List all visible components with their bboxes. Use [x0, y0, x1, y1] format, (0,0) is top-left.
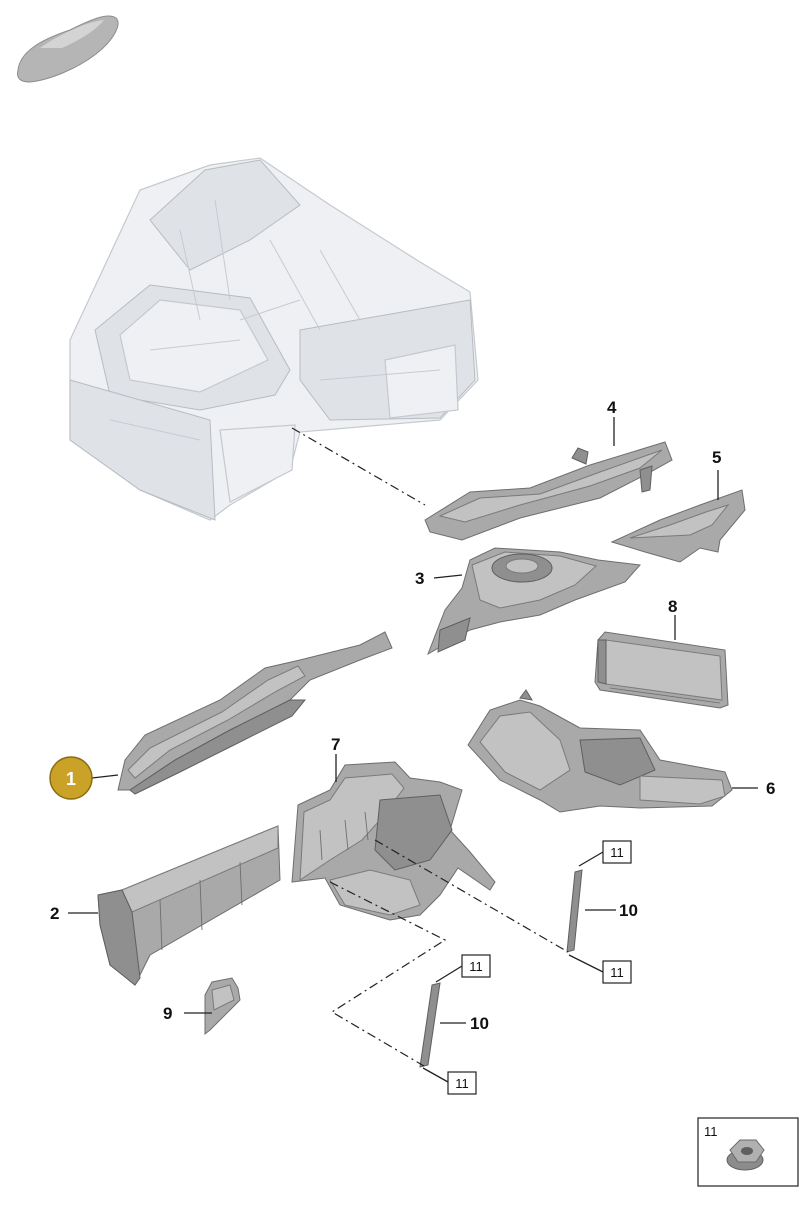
part-4-upper-rail[interactable] [424, 441, 673, 541]
part-2-crash-box[interactable] [97, 825, 281, 986]
leader-lines [68, 417, 758, 1083]
boxed-callout-11-d[interactable]: 11 [447, 1071, 477, 1095]
callout-8[interactable]: 8 [668, 597, 677, 616]
part-8-panel[interactable] [594, 631, 729, 709]
callout-5[interactable]: 5 [712, 448, 721, 467]
svg-text:11: 11 [610, 965, 624, 980]
part-5-bracket[interactable] [610, 489, 746, 563]
svg-text:6: 6 [766, 779, 775, 798]
callout-4[interactable]: 4 [607, 398, 617, 417]
svg-text:11: 11 [704, 1124, 718, 1139]
svg-text:5: 5 [712, 448, 721, 467]
callout-3[interactable]: 3 [415, 569, 424, 588]
callout-2[interactable]: 2 [50, 904, 59, 923]
svg-text:7: 7 [331, 735, 340, 754]
part-7-strut-tower[interactable] [291, 761, 496, 921]
part-3-wheelhouse[interactable] [427, 547, 642, 656]
car-silhouette-icon[interactable] [17, 15, 119, 83]
boxed-callout-11-b[interactable]: 11 [602, 960, 632, 984]
boxed-callout-11-a[interactable]: 11 [602, 840, 632, 864]
hex-nut-icon [726, 1139, 765, 1171]
inset-nut-box[interactable]: 11 [697, 1117, 799, 1187]
svg-text:4: 4 [607, 398, 617, 417]
svg-text:3: 3 [415, 569, 424, 588]
part-9-bracket[interactable] [204, 977, 241, 1036]
svg-text:8: 8 [668, 597, 677, 616]
callout-1-highlighted[interactable]: 1 [49, 756, 93, 800]
svg-text:10: 10 [470, 1014, 489, 1033]
part-10-rod-right[interactable] [566, 869, 583, 953]
part-10-rod-left[interactable] [419, 982, 441, 1068]
front-body-frame [69, 157, 479, 521]
callout-6[interactable]: 6 [766, 779, 775, 798]
callout-10-right[interactable]: 10 [619, 901, 638, 920]
svg-text:11: 11 [469, 959, 483, 974]
callout-10-left[interactable]: 10 [470, 1014, 489, 1033]
callout-7[interactable]: 7 [331, 735, 340, 754]
svg-text:1: 1 [66, 769, 76, 789]
callout-9[interactable]: 9 [163, 1004, 172, 1023]
svg-text:10: 10 [619, 901, 638, 920]
svg-text:11: 11 [610, 845, 624, 860]
boxed-callout-11-c[interactable]: 11 [461, 954, 491, 978]
part-1-longitudinal-member[interactable] [117, 631, 393, 795]
assembly-lines [291, 427, 569, 1067]
svg-text:11: 11 [455, 1076, 469, 1091]
part-6-wheelhouse-rear[interactable] [467, 689, 733, 813]
svg-text:2: 2 [50, 904, 59, 923]
svg-text:9: 9 [163, 1004, 172, 1023]
